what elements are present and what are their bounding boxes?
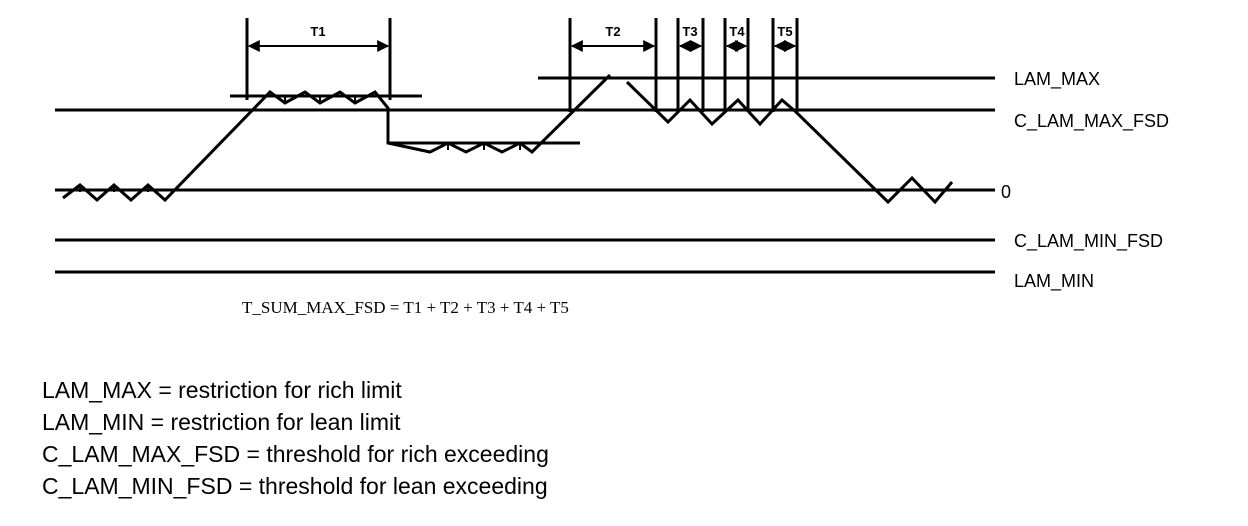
legend: LAM_MAX = restriction for rich limit LAM… bbox=[42, 374, 549, 502]
lam-min-label: LAM_MIN bbox=[1014, 271, 1094, 292]
legend-item-c-lam-min-fsd: C_LAM_MIN_FSD = threshold for lean excee… bbox=[42, 473, 548, 499]
interval-markers bbox=[245, 18, 799, 112]
legend-item-lam-max: LAM_MAX = restriction for rich limit bbox=[42, 377, 402, 403]
legend-item-lam-min: LAM_MIN = restriction for lean limit bbox=[42, 409, 401, 435]
t5-label: T5 bbox=[777, 24, 792, 39]
c-lam-min-fsd-label: C_LAM_MIN_FSD bbox=[1014, 231, 1163, 252]
t4-label: T4 bbox=[729, 24, 745, 39]
t3-label: T3 bbox=[682, 24, 697, 39]
zero-label: 0 bbox=[1001, 182, 1011, 202]
lam-max-label: LAM_MAX bbox=[1014, 69, 1100, 90]
legend-item-c-lam-max-fsd: C_LAM_MAX_FSD = threshold for rich excee… bbox=[42, 441, 549, 467]
t2-label: T2 bbox=[605, 24, 620, 39]
sum-formula: T_SUM_MAX_FSD = T1 + T2 + T3 + T4 + T5 bbox=[242, 298, 569, 317]
c-lam-max-fsd-label: C_LAM_MAX_FSD bbox=[1014, 111, 1169, 132]
lambda-signal-trace-2 bbox=[625, 80, 954, 205]
sawtooth-ticks bbox=[79, 96, 521, 192]
t1-label: T1 bbox=[310, 24, 325, 39]
lambda-signal-trace bbox=[62, 73, 612, 203]
